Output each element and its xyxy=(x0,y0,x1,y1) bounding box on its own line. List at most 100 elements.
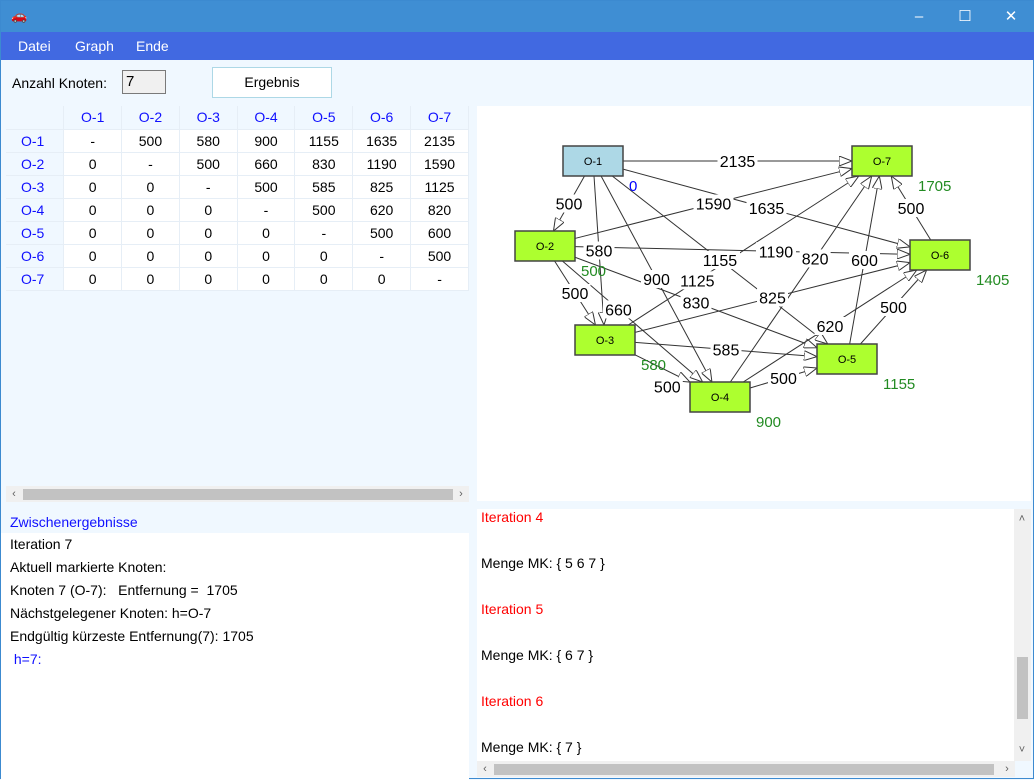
matrix-cell[interactable]: 500 xyxy=(121,129,180,153)
menu-datei[interactable]: Datei xyxy=(18,38,51,54)
matrix-horizontal-scrollbar[interactable]: ‹ › xyxy=(6,486,469,502)
matrix-cell[interactable]: 0 xyxy=(294,244,354,268)
scroll-thumb[interactable] xyxy=(494,764,994,775)
matrix-cell[interactable]: - xyxy=(352,244,412,268)
matrix-cell[interactable]: 0 xyxy=(121,221,180,245)
close-button[interactable]: ✕ xyxy=(1004,8,1018,25)
nodes-count-input[interactable]: 7 xyxy=(122,70,166,94)
svg-text:O-4: O-4 xyxy=(711,392,729,404)
edge-weight-label: 1125 xyxy=(677,271,718,290)
matrix-cell[interactable]: 0 xyxy=(237,267,296,291)
matrix-cell[interactable]: 0 xyxy=(294,267,354,291)
graph-edge xyxy=(562,260,702,382)
row-header: O-1 xyxy=(6,129,65,153)
log-line-current: h=7: xyxy=(10,651,42,667)
matrix-cell[interactable]: 0 xyxy=(121,244,180,268)
matrix-cell[interactable]: 0 xyxy=(63,175,123,199)
matrix-cell[interactable]: 620 xyxy=(352,198,412,222)
edge-weight-label: 585 xyxy=(710,340,742,360)
node-distance-label: 1405 xyxy=(976,272,1009,289)
matrix-cell[interactable]: - xyxy=(410,267,469,291)
graph-node-O-4[interactable]: O-4 xyxy=(689,381,751,413)
matrix-cell[interactable]: 0 xyxy=(179,198,238,222)
matrix-cell[interactable]: 1590 xyxy=(410,152,469,176)
matrix-cell[interactable]: 1125 xyxy=(410,175,469,199)
matrix-cell[interactable]: 1635 xyxy=(352,129,412,153)
matrix-cell[interactable]: 0 xyxy=(63,152,123,176)
svg-text:500: 500 xyxy=(556,197,583,214)
graph-node-O-3[interactable]: O-3 xyxy=(574,324,636,356)
log-vertical-scrollbar[interactable]: ˄ ˅ xyxy=(1014,509,1031,761)
log-horizontal-scrollbar[interactable]: ‹ › xyxy=(477,761,1015,777)
column-header: O-5 xyxy=(294,106,354,130)
matrix-cell[interactable]: 820 xyxy=(410,198,469,222)
matrix-cell[interactable]: 0 xyxy=(121,175,180,199)
svg-text:500: 500 xyxy=(770,371,797,388)
matrix-cell[interactable]: 500 xyxy=(294,198,354,222)
svg-text:1125: 1125 xyxy=(680,273,715,290)
matrix-cell[interactable]: 830 xyxy=(294,152,354,176)
scroll-thumb[interactable] xyxy=(1017,657,1028,719)
matrix-cell[interactable]: 0 xyxy=(63,267,123,291)
log-line: Knoten 7 (O-7): Entfernung = 1705 xyxy=(10,582,238,598)
log-iteration: Iteration 4 xyxy=(481,509,544,525)
scroll-up-icon[interactable]: ˄ xyxy=(1018,513,1026,525)
matrix-cell[interactable]: 0 xyxy=(237,244,296,268)
matrix-cell[interactable]: - xyxy=(63,129,123,153)
matrix-cell[interactable]: 1190 xyxy=(352,152,412,176)
minimize-button[interactable]: – xyxy=(914,8,924,25)
matrix-cell[interactable]: - xyxy=(121,152,180,176)
scroll-right-icon[interactable]: › xyxy=(459,488,463,500)
matrix-cell[interactable]: 500 xyxy=(352,221,412,245)
matrix-cell[interactable]: 2135 xyxy=(410,129,469,153)
graph-node-O-5[interactable]: O-5 xyxy=(816,343,878,375)
matrix-cell[interactable]: 500 xyxy=(410,244,469,268)
matrix-cell[interactable]: - xyxy=(294,221,354,245)
matrix-cell[interactable]: 0 xyxy=(63,198,123,222)
row-header: O-6 xyxy=(6,244,65,268)
graph-node-O-6[interactable]: O-6 xyxy=(909,239,971,271)
iteration-log[interactable]: Iteration 4 Menge MK: { 5 6 7 } Iteratio… xyxy=(477,509,1015,761)
graph-node-O-1[interactable]: O-1 xyxy=(562,145,624,177)
matrix-cell[interactable]: 0 xyxy=(237,221,296,245)
matrix-cell[interactable]: 0 xyxy=(179,221,238,245)
matrix-cell[interactable]: 0 xyxy=(63,244,123,268)
menu-ende[interactable]: Ende xyxy=(136,38,169,54)
matrix-cell[interactable]: 900 xyxy=(237,129,296,153)
matrix-cell[interactable]: 585 xyxy=(294,175,354,199)
row-header: O-2 xyxy=(6,152,65,176)
matrix-cell[interactable]: - xyxy=(179,175,238,199)
matrix-cell[interactable]: - xyxy=(237,198,296,222)
matrix-cell[interactable]: 0 xyxy=(179,244,238,268)
graph-node-O-2[interactable]: O-2 xyxy=(514,230,576,262)
matrix-cell[interactable]: 0 xyxy=(121,198,180,222)
svg-text:825: 825 xyxy=(759,291,786,308)
scroll-left-icon[interactable]: ‹ xyxy=(483,763,487,775)
matrix-cell[interactable]: 500 xyxy=(237,175,296,199)
matrix-cell[interactable]: 0 xyxy=(121,267,180,291)
svg-text:500: 500 xyxy=(880,300,907,317)
scroll-down-icon[interactable]: ˅ xyxy=(1018,744,1026,756)
graph-node-O-7[interactable]: O-7 xyxy=(851,145,913,177)
maximize-button[interactable]: ☐ xyxy=(958,8,972,25)
matrix-cell[interactable]: 825 xyxy=(352,175,412,199)
column-header: O-2 xyxy=(121,106,180,130)
matrix-cell[interactable]: 0 xyxy=(63,221,123,245)
edge-weight-label: 1635 xyxy=(746,199,787,218)
result-button[interactable]: Ergebnis xyxy=(212,67,332,98)
matrix-cell[interactable]: 500 xyxy=(179,152,238,176)
scroll-right-icon[interactable]: › xyxy=(1005,763,1009,775)
matrix-cell[interactable]: 660 xyxy=(237,152,296,176)
scroll-left-icon[interactable]: ‹ xyxy=(12,488,16,500)
matrix-cell[interactable]: 1155 xyxy=(294,129,354,153)
matrix-cell[interactable]: 600 xyxy=(410,221,469,245)
matrix-cell[interactable]: 0 xyxy=(179,267,238,291)
menu-graph[interactable]: Graph xyxy=(75,38,114,54)
svg-text:620: 620 xyxy=(817,319,844,336)
matrix-cell[interactable]: 580 xyxy=(179,129,238,153)
scroll-thumb[interactable] xyxy=(23,489,453,500)
matrix-cell[interactable]: 0 xyxy=(352,267,412,291)
